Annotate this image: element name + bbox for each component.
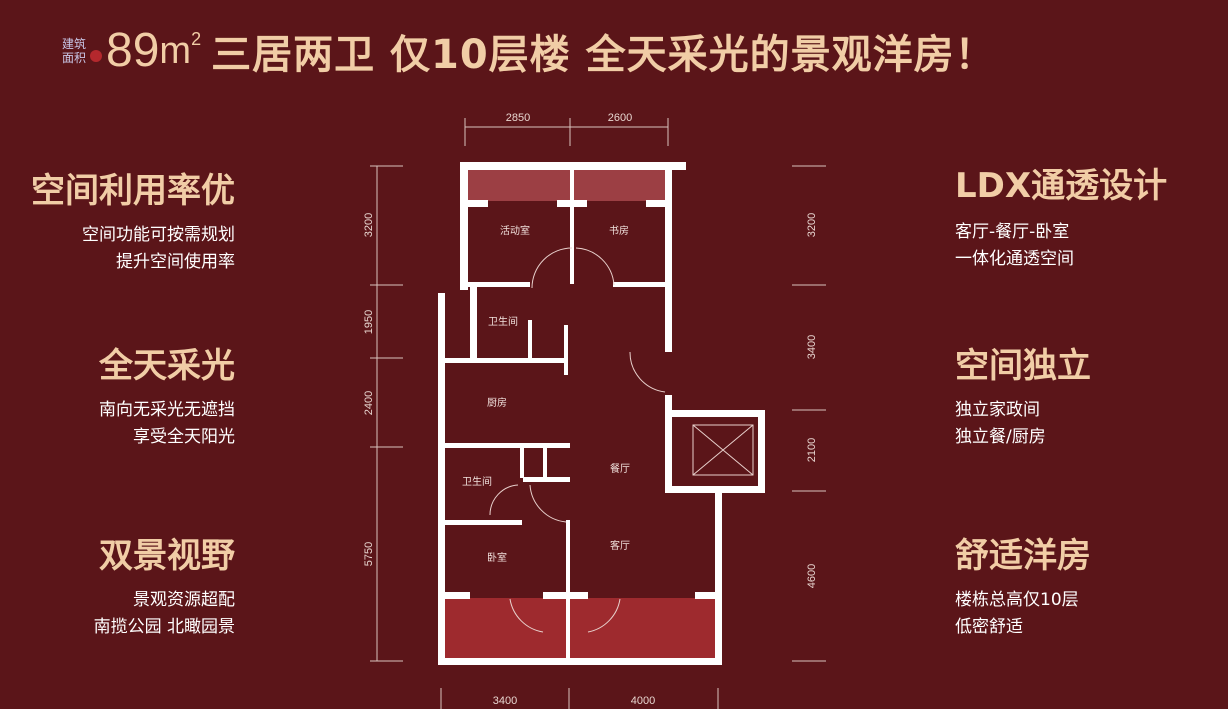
area-value: 89 bbox=[106, 24, 160, 77]
feature-line: 景观资源超配 bbox=[133, 590, 235, 610]
feature-line: 享受全天阳光 bbox=[133, 427, 235, 447]
room-kitchen: 厨房 bbox=[487, 396, 507, 409]
feature-ldx: LDX通透设计 客厅-餐厅-卧室 一体化通透空间 bbox=[955, 165, 1215, 273]
area-label-line2: 面积 bbox=[62, 51, 87, 65]
area-label-line1: 建筑 bbox=[62, 37, 87, 51]
feature-line: 独立餐/厨房 bbox=[955, 427, 1046, 447]
feature-line: 提升空间使用率 bbox=[116, 252, 235, 272]
dim-bottom-1: 3400 bbox=[493, 695, 517, 707]
dim-left-3: 2400 bbox=[363, 391, 375, 415]
room-activity: 活动室 bbox=[500, 224, 530, 237]
balcony-south bbox=[445, 598, 715, 660]
feature-title: 空间利用率优 bbox=[31, 171, 235, 211]
room-living: 客厅 bbox=[610, 539, 630, 552]
area-unit-text: m bbox=[159, 29, 192, 72]
feature-title: LDX通透设计 bbox=[955, 166, 1168, 206]
feature-line: 一体化通透空间 bbox=[955, 249, 1074, 269]
room-dining: 餐厅 bbox=[610, 462, 630, 475]
feature-line: 空间功能可按需规划 bbox=[82, 225, 235, 245]
balcony-north bbox=[468, 170, 665, 201]
dim-right-4: 4600 bbox=[806, 564, 818, 588]
room-bathroom-2: 卫生间 bbox=[462, 475, 492, 488]
room-study: 书房 bbox=[609, 224, 629, 237]
dim-top-1: 2850 bbox=[506, 112, 530, 124]
feature-title: 全天采光 bbox=[99, 346, 235, 386]
room-bedroom: 卧室 bbox=[487, 551, 507, 564]
dim-left-2: 1950 bbox=[363, 310, 375, 334]
feature-line: 南揽公园 北瞰园景 bbox=[93, 617, 235, 637]
room-bathroom-1: 卫生间 bbox=[488, 315, 518, 328]
feature-line: 独立家政间 bbox=[955, 400, 1040, 420]
area-label: 建筑 面积 bbox=[62, 37, 86, 65]
dim-left-4: 5750 bbox=[363, 542, 375, 566]
dim-bottom-2: 4000 bbox=[631, 695, 655, 707]
door-swings bbox=[489, 247, 754, 633]
area-unit-sup: 2 bbox=[191, 28, 202, 49]
feature-independent: 空间独立 独立家政间 独立餐/厨房 bbox=[955, 345, 1215, 451]
seal-icon bbox=[90, 50, 103, 62]
area-unit: m2 bbox=[159, 28, 202, 73]
feature-double-view: 双景视野 景观资源超配 南揽公园 北瞰园景 bbox=[0, 535, 235, 641]
feature-line: 南向无采光无遮挡 bbox=[99, 400, 235, 420]
dim-right-2: 3400 bbox=[806, 335, 818, 359]
dim-right-1: 3200 bbox=[806, 213, 818, 237]
feature-line: 楼栋总高仅10层 bbox=[955, 590, 1079, 610]
feature-space-efficiency: 空间利用率优 空间功能可按需规划 提升空间使用率 bbox=[0, 170, 235, 276]
dimension-lines bbox=[370, 118, 826, 709]
feature-line: 客厅-餐厅-卧室 bbox=[955, 222, 1070, 242]
feature-title: 舒适洋房 bbox=[955, 536, 1091, 576]
feature-daylight: 全天采光 南向无采光无遮挡 享受全天阳光 bbox=[0, 345, 235, 451]
feature-title: 空间独立 bbox=[955, 346, 1091, 386]
walls bbox=[438, 162, 765, 665]
dim-left-1: 3200 bbox=[363, 213, 375, 237]
feature-title: 双景视野 bbox=[99, 536, 235, 576]
headline: 三居两卫 仅10层楼 全天采光的景观洋房！ bbox=[211, 32, 996, 78]
page-header: 建筑 面积 89 m2 三居两卫 仅10层楼 全天采光的景观洋房！ bbox=[62, 22, 996, 80]
feature-line: 低密舒适 bbox=[955, 617, 1023, 637]
dim-top-2: 2600 bbox=[608, 112, 632, 124]
feature-comfort: 舒适洋房 楼栋总高仅10层 低密舒适 bbox=[955, 535, 1215, 641]
dim-right-3: 2100 bbox=[806, 438, 818, 462]
